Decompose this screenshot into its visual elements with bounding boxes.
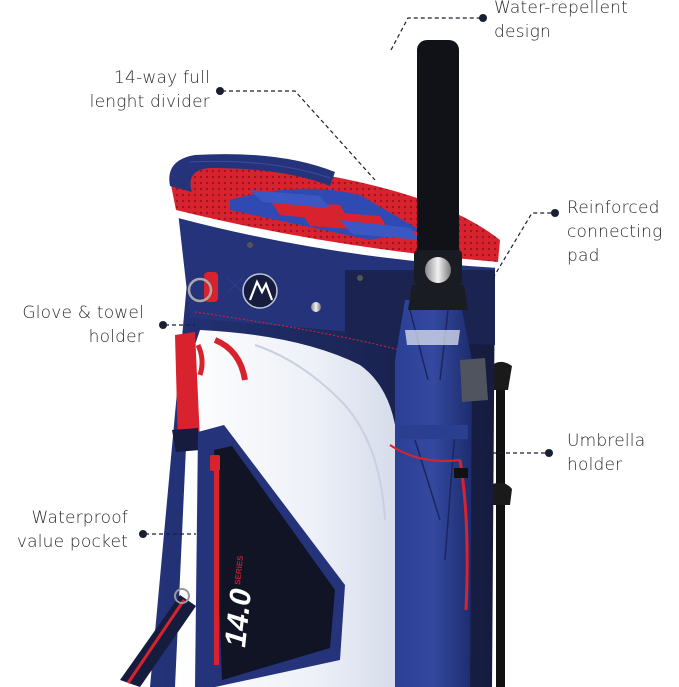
callout-glove-towel: Glove & towel holder <box>22 301 144 349</box>
callout-line: Glove & towel <box>22 303 144 323</box>
callout-line: lenght divider <box>89 92 210 112</box>
callout-line: Umbrella <box>567 431 646 451</box>
callout-line: holder <box>88 327 144 347</box>
pocket-print: 14.0 <box>219 587 258 649</box>
callout-connecting-pad: Reinforced connecting pad <box>567 196 662 268</box>
callout-water-repellent: Water-repellent design <box>494 0 628 44</box>
callout-dot-umbrella-holder <box>545 449 553 457</box>
callout-line: connecting <box>567 222 663 242</box>
callout-dot-waterproof-pocket <box>139 530 147 538</box>
shoulder-strap <box>120 588 196 687</box>
leader-line-divider <box>222 90 376 181</box>
callout-umbrella-holder: Umbrella holder <box>567 429 645 477</box>
callout-dot-water-repellent <box>479 14 487 22</box>
callout-line: pad <box>567 246 600 266</box>
callout-line: value pocket <box>16 532 128 552</box>
callout-dot-divider <box>216 87 224 95</box>
umbrella <box>389 40 488 687</box>
callout-waterproof-pocket: Waterproof value pocket <box>17 506 128 554</box>
callout-divider: 14-way full lenght divider <box>90 66 210 114</box>
callout-dot-glove-towel <box>159 321 167 329</box>
callout-line: Reinforced <box>567 198 660 218</box>
callout-dot-connecting-pad <box>551 209 559 217</box>
leader-line-water-repellent <box>390 17 480 51</box>
callout-line: Water-repellent <box>494 0 628 18</box>
leader-line-connecting-pad <box>492 212 553 279</box>
waterproof-pocket: 14.0 SERIES <box>195 425 345 687</box>
callout-line: 14-way full <box>114 68 210 88</box>
callout-line: Waterproof <box>31 508 128 528</box>
callout-line: holder <box>567 455 623 475</box>
pocket-print-sub: SERIES <box>233 554 245 585</box>
callout-line: design <box>494 22 552 42</box>
brand-logo <box>187 272 321 312</box>
